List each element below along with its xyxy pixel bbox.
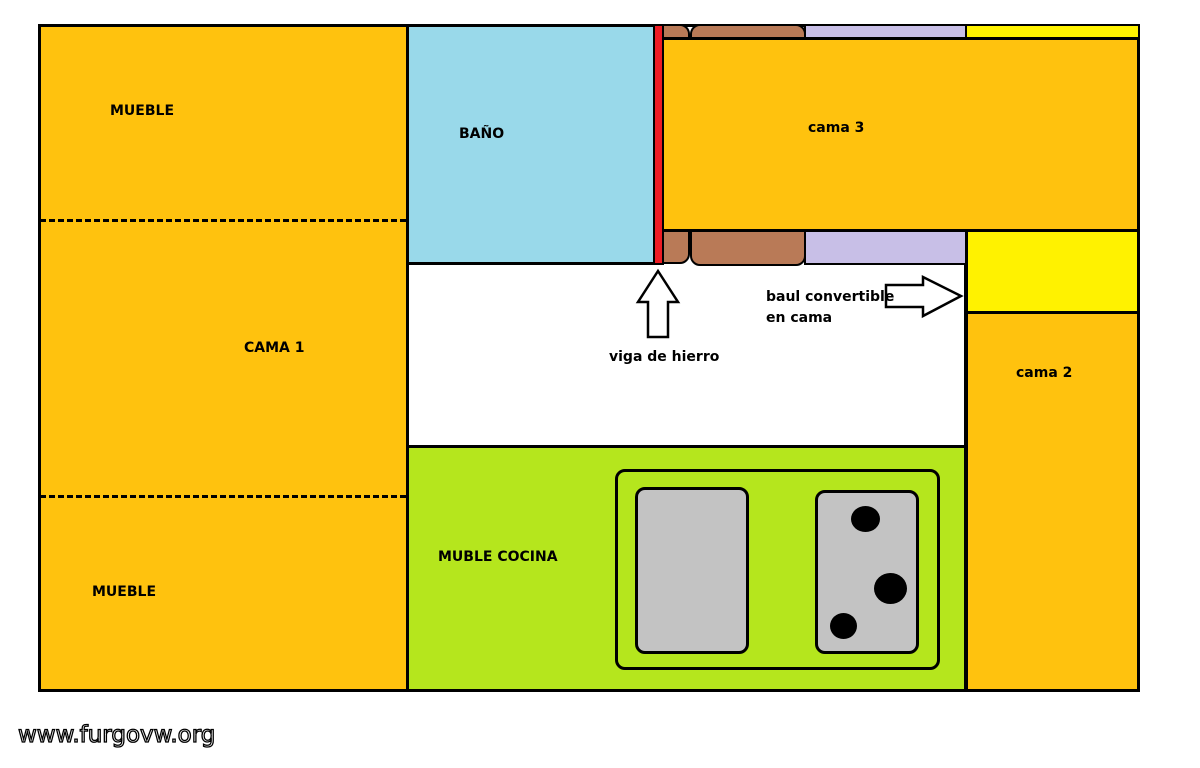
label-cama-1: CAMA 1 bbox=[244, 340, 305, 356]
burner-icon-2 bbox=[874, 573, 907, 604]
kitchen-unit bbox=[615, 469, 940, 670]
label-viga: viga de hierro bbox=[609, 349, 720, 365]
label-cama-3: cama 3 bbox=[808, 120, 865, 136]
label-baul-line-1: baul convertible bbox=[766, 289, 895, 305]
dashed-divider-bottom bbox=[40, 495, 406, 498]
baul-zone bbox=[965, 229, 1140, 314]
dashed-divider-top bbox=[40, 219, 406, 222]
label-cama-2: cama 2 bbox=[1016, 365, 1073, 381]
arrow-up-icon bbox=[635, 268, 681, 339]
label-baul-line-2: en cama bbox=[766, 310, 833, 326]
burner-icon-1 bbox=[851, 506, 880, 532]
arrow-right-icon bbox=[884, 274, 964, 319]
burner-icon-3 bbox=[830, 613, 857, 639]
bathroom-zone bbox=[406, 24, 662, 265]
left-furniture-block bbox=[38, 24, 409, 692]
label-mueble-top: MUEBLE bbox=[110, 103, 175, 119]
cama-3-zone bbox=[660, 37, 1140, 232]
label-bano: BAÑO bbox=[459, 126, 505, 142]
sink bbox=[635, 487, 749, 654]
iron-beam bbox=[653, 24, 664, 265]
label-mueble-bottom: MUEBLE bbox=[92, 584, 157, 600]
label-cocina: MUBLE COCINA bbox=[438, 549, 558, 565]
watermark: www.furgovw.org bbox=[17, 721, 216, 748]
